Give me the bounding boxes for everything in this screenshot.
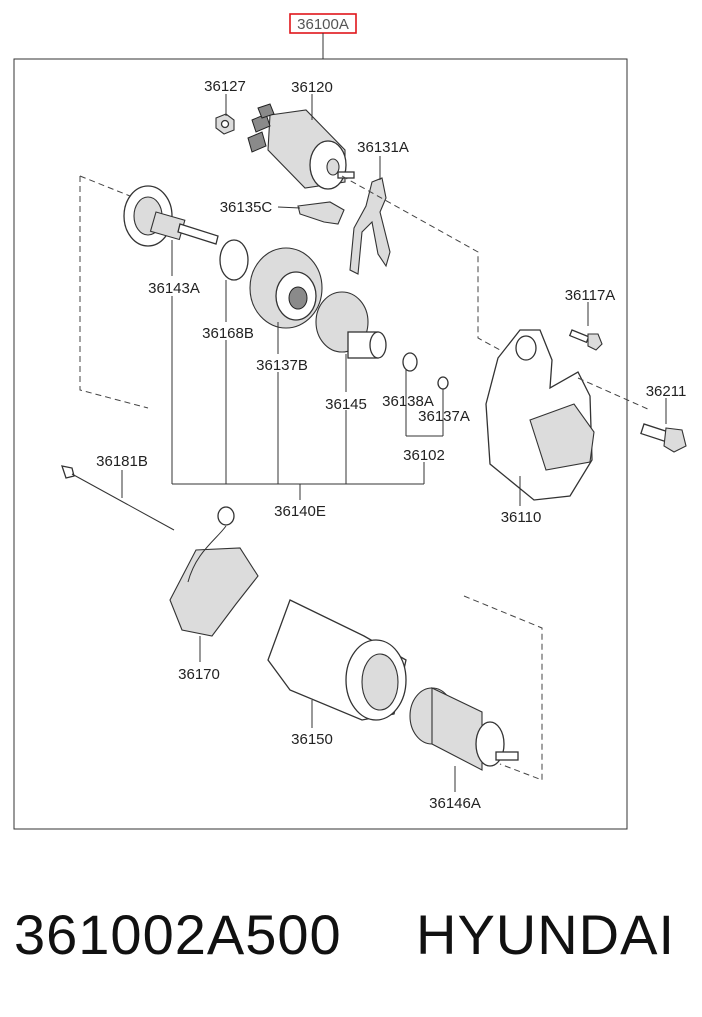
label-36137A: 36137A bbox=[418, 408, 470, 425]
mounting-bolt-part bbox=[640, 423, 687, 453]
armature-part bbox=[409, 687, 519, 771]
label-36131A: 36131A bbox=[357, 139, 409, 156]
internal-gear-part bbox=[249, 247, 323, 329]
front-housing-part bbox=[485, 329, 595, 501]
through-bolt-part bbox=[61, 465, 175, 531]
label-36110: 36110 bbox=[501, 509, 542, 526]
label-36140E: 36140E bbox=[274, 503, 326, 520]
label-36135C: 36135C bbox=[220, 199, 273, 216]
label-36211: 36211 bbox=[646, 383, 687, 400]
small-bolt-part bbox=[568, 329, 603, 351]
washer-part bbox=[402, 352, 418, 372]
label-36120: 36120 bbox=[291, 79, 333, 96]
label-36137B: 36137B bbox=[256, 357, 308, 374]
label-36170: 36170 bbox=[178, 666, 220, 683]
lever-holder-part bbox=[297, 201, 345, 225]
stop-ring-part bbox=[437, 376, 449, 390]
part-number-text: 361002A500 bbox=[14, 903, 342, 966]
solenoid-switch-part bbox=[247, 103, 355, 190]
footer-caption: 361002A500 HYUNDAI bbox=[0, 895, 702, 985]
label-36127: 36127 bbox=[204, 78, 246, 95]
label-36102: 36102 bbox=[403, 447, 445, 464]
overrunning-clutch-part bbox=[315, 291, 387, 359]
yoke-housing-part bbox=[267, 599, 407, 721]
label-36181B: 36181B bbox=[96, 453, 148, 470]
assembly-code-callout[interactable]: 36100A bbox=[289, 13, 357, 34]
brand-text: HYUNDAI bbox=[416, 903, 676, 966]
brush-holder-part bbox=[169, 506, 259, 637]
gear-shaft-part bbox=[123, 185, 219, 247]
shift-lever-part bbox=[349, 177, 391, 275]
label-36145: 36145 bbox=[325, 396, 367, 413]
assembly-code-label[interactable]: 36100A bbox=[297, 16, 349, 33]
label-36168B: 36168B bbox=[202, 325, 254, 342]
label-36117A: 36117A bbox=[565, 287, 616, 304]
o-ring-part bbox=[219, 239, 249, 281]
nut-part bbox=[215, 113, 235, 135]
label-36146A: 36146A bbox=[429, 795, 481, 812]
label-36150: 36150 bbox=[291, 731, 333, 748]
label-36143A: 36143A bbox=[148, 280, 200, 297]
diagram-frame bbox=[13, 58, 628, 830]
exploded-parts-diagram: 36100A bbox=[13, 13, 687, 830]
label-36138A: 36138A bbox=[382, 393, 434, 410]
